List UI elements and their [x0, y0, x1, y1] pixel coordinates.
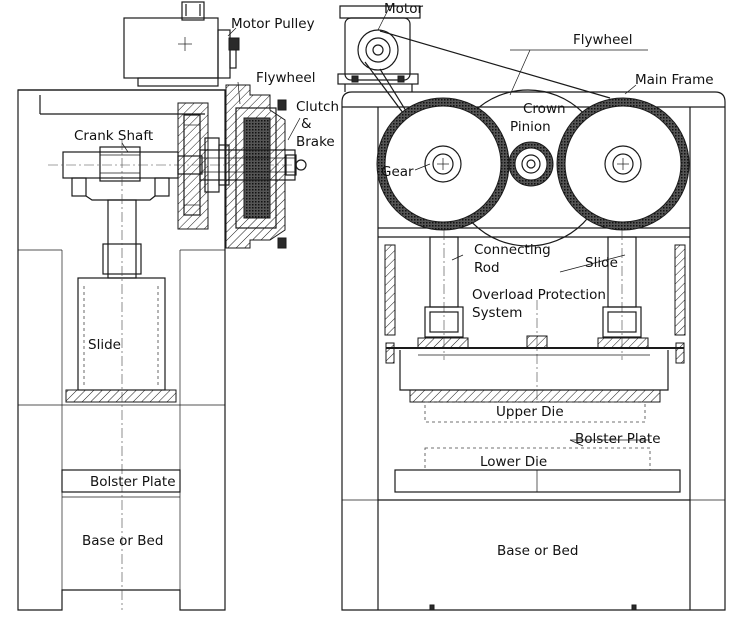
- right-pinion: [508, 141, 554, 187]
- label-amp: &: [301, 116, 312, 132]
- label-connecting: Connecting: [474, 242, 551, 258]
- right-bolster: [394, 447, 681, 493]
- label-pinion: Pinion: [510, 119, 551, 135]
- right-gear-right: [556, 97, 690, 231]
- label-overload-protection: Overload Protection: [472, 287, 606, 303]
- label-main-frame: Main Frame: [635, 72, 714, 88]
- label-right-flywheel: Flywheel: [573, 32, 632, 48]
- right-overload-system: [424, 306, 642, 338]
- label-motor-pulley: Motor Pulley: [231, 16, 315, 32]
- left-view: [17, 1, 307, 611]
- labels: Motor Pulley Flywheel Clutch & Brake Cra…: [61, 1, 714, 559]
- label-gear: Gear: [381, 164, 414, 180]
- left-motor: [123, 1, 240, 87]
- left-bolster-plate-box: [61, 469, 181, 493]
- label-left-slide: Slide: [88, 337, 121, 353]
- label-motor: Motor: [384, 1, 423, 17]
- label-right-base: Base or Bed: [497, 543, 578, 559]
- label-rod: Rod: [474, 260, 500, 276]
- label-brake: Brake: [296, 134, 335, 150]
- label-left-base: Base or Bed: [82, 533, 163, 549]
- label-right-bolster-plate: Bolster Plate: [575, 431, 661, 447]
- label-right-slide: Slide: [585, 255, 618, 271]
- right-view: [337, 5, 726, 611]
- right-slide-guides: [384, 244, 686, 336]
- left-flywheel: [177, 102, 209, 230]
- label-crank-shaft: Crank Shaft: [74, 128, 153, 144]
- left-clutch-brake: [199, 84, 307, 249]
- left-frame: [17, 89, 226, 611]
- leader-lines: [121, 5, 650, 447]
- label-upper-die: Upper Die: [496, 404, 564, 420]
- right-slide: [385, 335, 685, 423]
- label-left-flywheel: Flywheel: [256, 70, 315, 86]
- label-crown: Crown: [523, 101, 566, 117]
- label-system: System: [472, 305, 522, 321]
- right-gear-left: [376, 97, 510, 231]
- label-lower-die: Lower Die: [480, 454, 547, 470]
- label-left-bolster-plate: Bolster Plate: [90, 474, 176, 490]
- label-clutch: Clutch: [296, 99, 339, 115]
- left-slide: [65, 277, 177, 403]
- right-motor: [337, 5, 421, 92]
